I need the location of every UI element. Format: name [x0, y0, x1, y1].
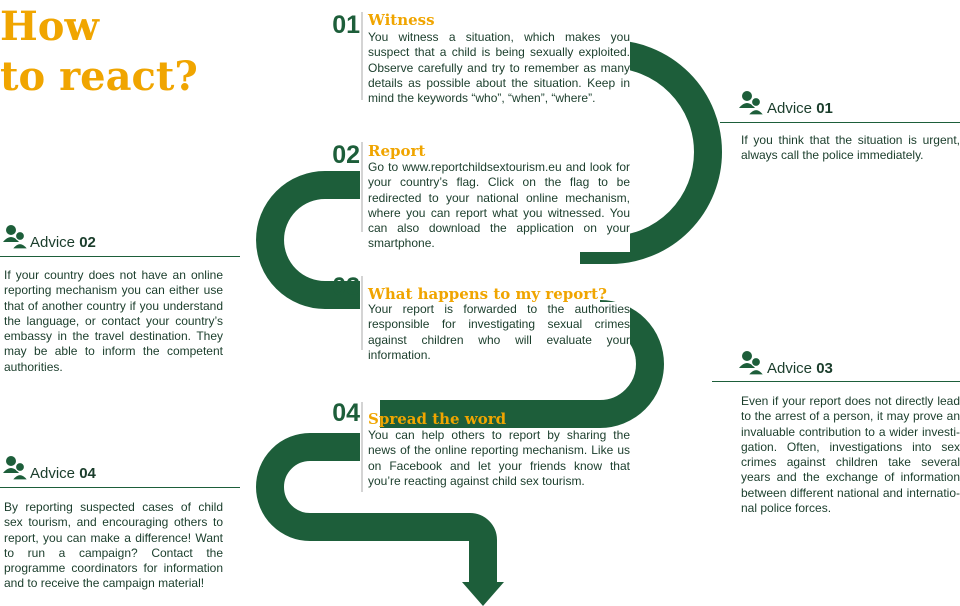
advice-1-number: 01 — [816, 100, 833, 117]
advice-4-number: 04 — [79, 465, 96, 482]
advice-3-rule — [712, 381, 960, 382]
step-3-number: 03 — [332, 273, 360, 301]
advice-3-text: Even if your report does not directly le… — [741, 394, 960, 516]
step-4-text: You can help others to report by sharing… — [368, 428, 630, 490]
advice-2-people-icon — [2, 224, 30, 255]
advice-2-label: Advice — [30, 234, 76, 251]
advice-1-label: Advice — [767, 100, 813, 117]
advice-1-people-icon — [738, 90, 766, 121]
advice-2-rule — [0, 256, 240, 257]
step-2-number: 02 — [332, 141, 360, 169]
advice-4-text: By reporting suspected cases of child se… — [4, 500, 223, 591]
step-1-text: You witness a situation, which makes you… — [368, 30, 630, 107]
step-4-title: Spread the word — [368, 410, 507, 428]
step-2-title: Report — [368, 142, 426, 160]
step-4-number: 04 — [332, 399, 360, 427]
advice-3-people-icon — [738, 350, 766, 381]
advice-2-text: If your country does not have an online … — [4, 268, 223, 374]
title-line-1: How — [0, 3, 99, 50]
advice-1-rule — [720, 122, 960, 123]
step-3-title: What happens to my report? — [368, 285, 607, 303]
title-line-2: to react? — [0, 53, 198, 100]
advice-2-number: 02 — [79, 234, 96, 251]
step-2-divider — [361, 142, 363, 232]
advice-4-rule — [0, 487, 240, 488]
advice-3-number: 03 — [816, 360, 833, 377]
step-1-number: 01 — [332, 11, 360, 39]
step-1-title: Witness — [368, 11, 435, 29]
advice-1-heading: Advice 01 — [767, 100, 833, 118]
step-2-text: Go to www.reportchildsextourism.eu and l… — [368, 160, 630, 252]
advice-4-people-icon — [2, 455, 30, 486]
step-4-divider — [361, 402, 363, 492]
advice-2-heading: Advice 02 — [30, 234, 96, 252]
advice-3-heading: Advice 03 — [767, 360, 833, 378]
advice-1-text: If you think that the situation is urgen… — [741, 133, 960, 163]
step-3-divider — [361, 276, 363, 350]
advice-3-label: Advice — [767, 360, 813, 377]
page-title: How to react? — [0, 2, 198, 102]
advice-4-label: Advice — [30, 465, 76, 482]
step-1-divider — [361, 12, 363, 100]
advice-4-heading: Advice 04 — [30, 465, 96, 483]
step-3-text: Your report is forwarded to the authorit… — [368, 302, 630, 364]
